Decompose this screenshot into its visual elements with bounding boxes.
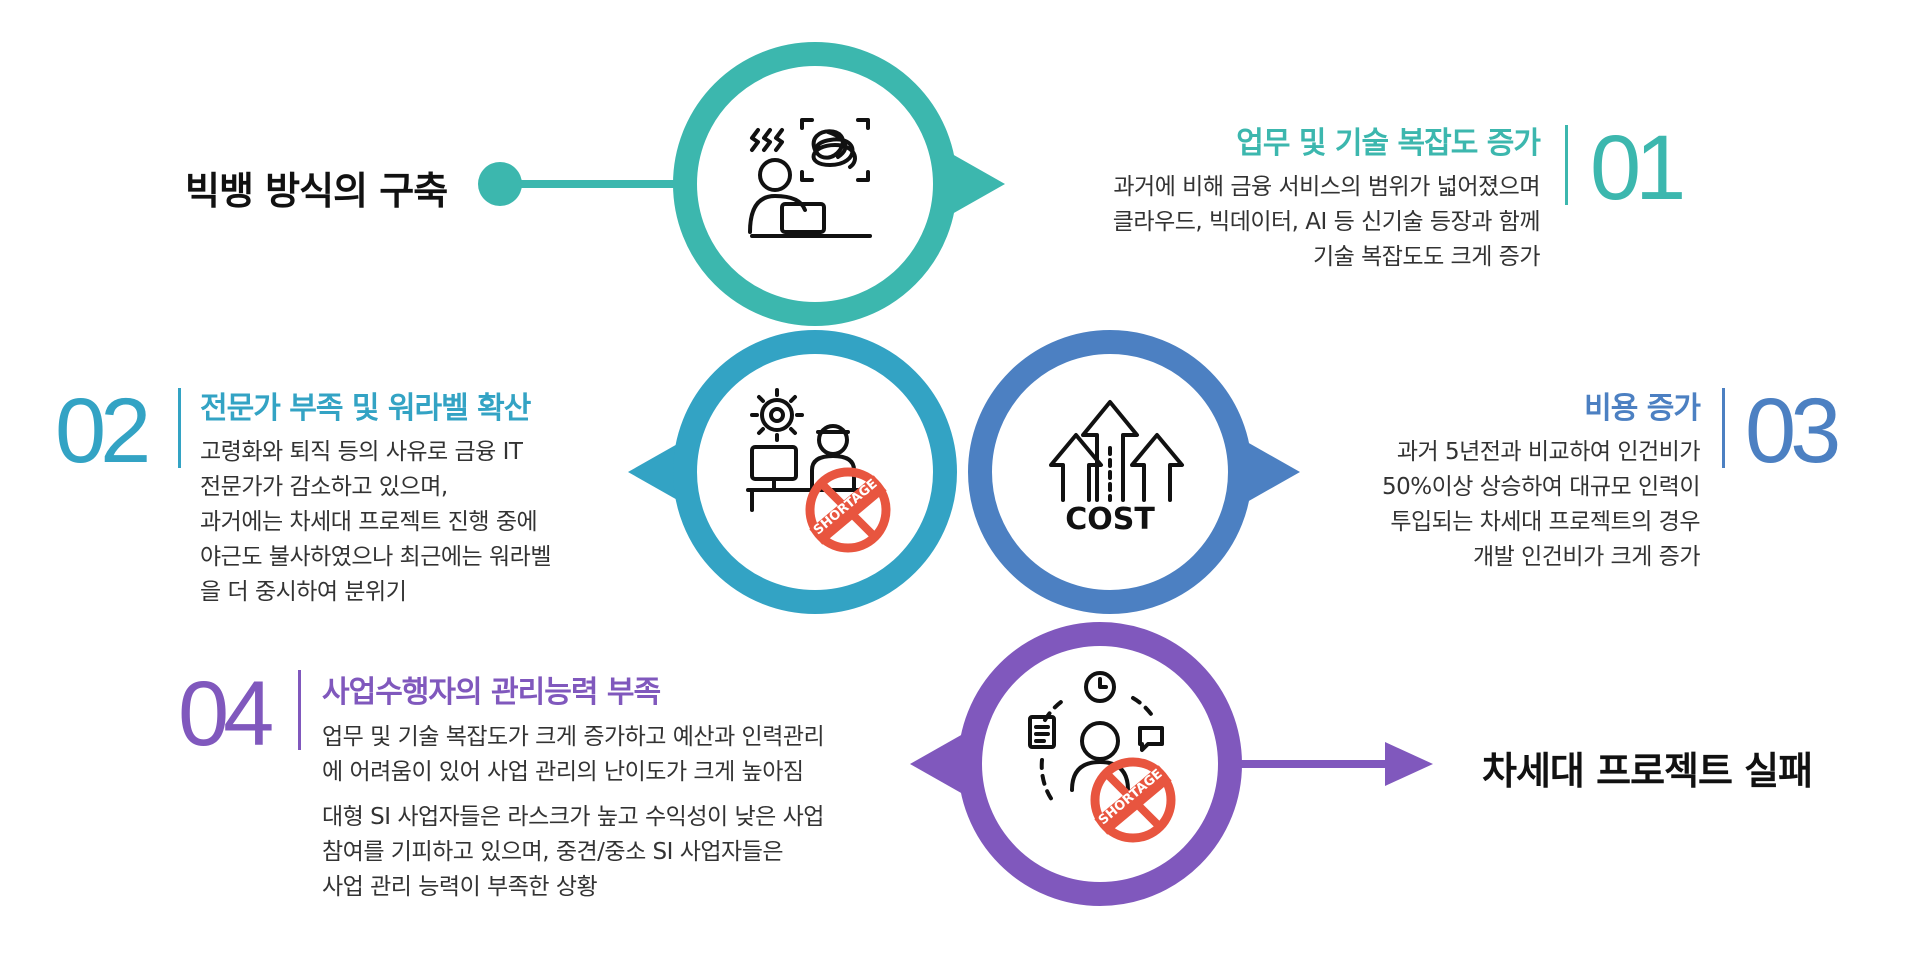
step-4-circle	[910, 622, 1433, 906]
step-desc-02-line: 과거에는 차세대 프로젝트 진행 중에	[200, 509, 538, 535]
start-label: 빅뱅 방식의 구축	[185, 169, 448, 213]
step-title-04: 사업수행자의 관리능력 부족	[322, 675, 661, 710]
step-desc-04b-line: 대형 SI 사업자들은 라스크가 높고 수익성이 낮은 사업	[322, 804, 824, 830]
step-desc-03-line: 개발 인건비가 크게 증가	[1472, 544, 1701, 570]
step-desc-03: 과거 5년전과 비교하여 인건비가 50%이상 상승하여 대규모 인력이 투입되…	[1382, 435, 1700, 575]
management-shortage-icon	[1028, 671, 1164, 802]
step-desc-01-line: 과거에 비해 금융 서비스의 범위가 넓어졌으며	[1113, 174, 1540, 200]
step-desc-02-line: 고령화와 퇴직 등의 사유로 금융 IT	[200, 439, 523, 465]
staff-shortage-icon	[746, 388, 862, 512]
step-number-01: 01	[1590, 117, 1686, 219]
step-desc-03-line: 투입되는 차세대 프로젝트의 경우	[1390, 509, 1700, 535]
step-1-circle	[673, 42, 1005, 326]
step-divider-02	[178, 388, 181, 468]
step-desc-01-line: 클라우드, 빅데이터, AI 등 신기술 등장과 함께	[1112, 209, 1541, 235]
step-desc-01: 과거에 비해 금융 서비스의 범위가 넓어졌으며 클라우드, 빅데이터, AI …	[1112, 170, 1541, 275]
step-desc-01-line: 기술 복잡도도 크게 증가	[1312, 244, 1541, 270]
step-desc-03-line: 50%이상 상승하여 대규모 인력이	[1382, 474, 1700, 500]
step-desc-04-line: 업무 및 기술 복잡도가 크게 증가하고 예산과 인력관리	[322, 724, 825, 750]
step-desc-04b: 대형 SI 사업자들은 라스크가 높고 수익성이 낮은 사업 참여를 기피하고 …	[322, 800, 824, 905]
step-desc-04-line: 에 어려움이 있어 사업 관리의 난이도가 크게 높아짐	[322, 759, 804, 785]
step-desc-02: 고령화와 퇴직 등의 사유로 금융 IT 전문가가 감소하고 있으며, 과거에는…	[200, 435, 552, 610]
step-divider-03	[1722, 388, 1725, 468]
start-connector	[478, 162, 690, 206]
step-divider-04	[298, 670, 301, 750]
step-desc-02-line: 을 더 중시하여 분위기	[200, 579, 407, 605]
step-desc-03-line: 과거 5년전과 비교하여 인건비가	[1396, 439, 1701, 465]
step-number-02: 02	[55, 380, 151, 482]
step-desc-04b-line: 사업 관리 능력이 부족한 상황	[322, 874, 598, 900]
shortage-stamp-icon-2	[1090, 757, 1176, 843]
overwhelmed-worker-icon	[748, 118, 872, 238]
shortage-stamp-icon	[805, 467, 891, 553]
end-label: 차세대 프로젝트 실패	[1482, 749, 1813, 793]
step-desc-04b-line: 참여를 기피하고 있으며, 중견/중소 SI 사업자들은	[322, 839, 784, 865]
step-2-circle	[628, 330, 957, 614]
step-desc-02-line: 전문가가 감소하고 있으며,	[200, 474, 448, 500]
step-desc-02-line: 야근도 불사하였으나 최근에는 워라벨	[200, 544, 552, 570]
step-title-03: 비용 증가	[1584, 391, 1701, 426]
step-number-03: 03	[1745, 380, 1841, 482]
step-desc-04: 업무 및 기술 복잡도가 크게 증가하고 예산과 인력관리 에 어려움이 있어 …	[322, 720, 825, 790]
cost-icon-label: COST	[1065, 502, 1155, 537]
step-divider-01	[1565, 125, 1568, 205]
cost-rising-icon	[1049, 400, 1184, 502]
step-title-02: 전문가 부족 및 워라벨 확산	[200, 391, 531, 426]
step-3-circle	[968, 330, 1300, 614]
step-number-04: 04	[178, 663, 274, 765]
step-title-01: 업무 및 기술 복잡도 증가	[1236, 126, 1541, 161]
